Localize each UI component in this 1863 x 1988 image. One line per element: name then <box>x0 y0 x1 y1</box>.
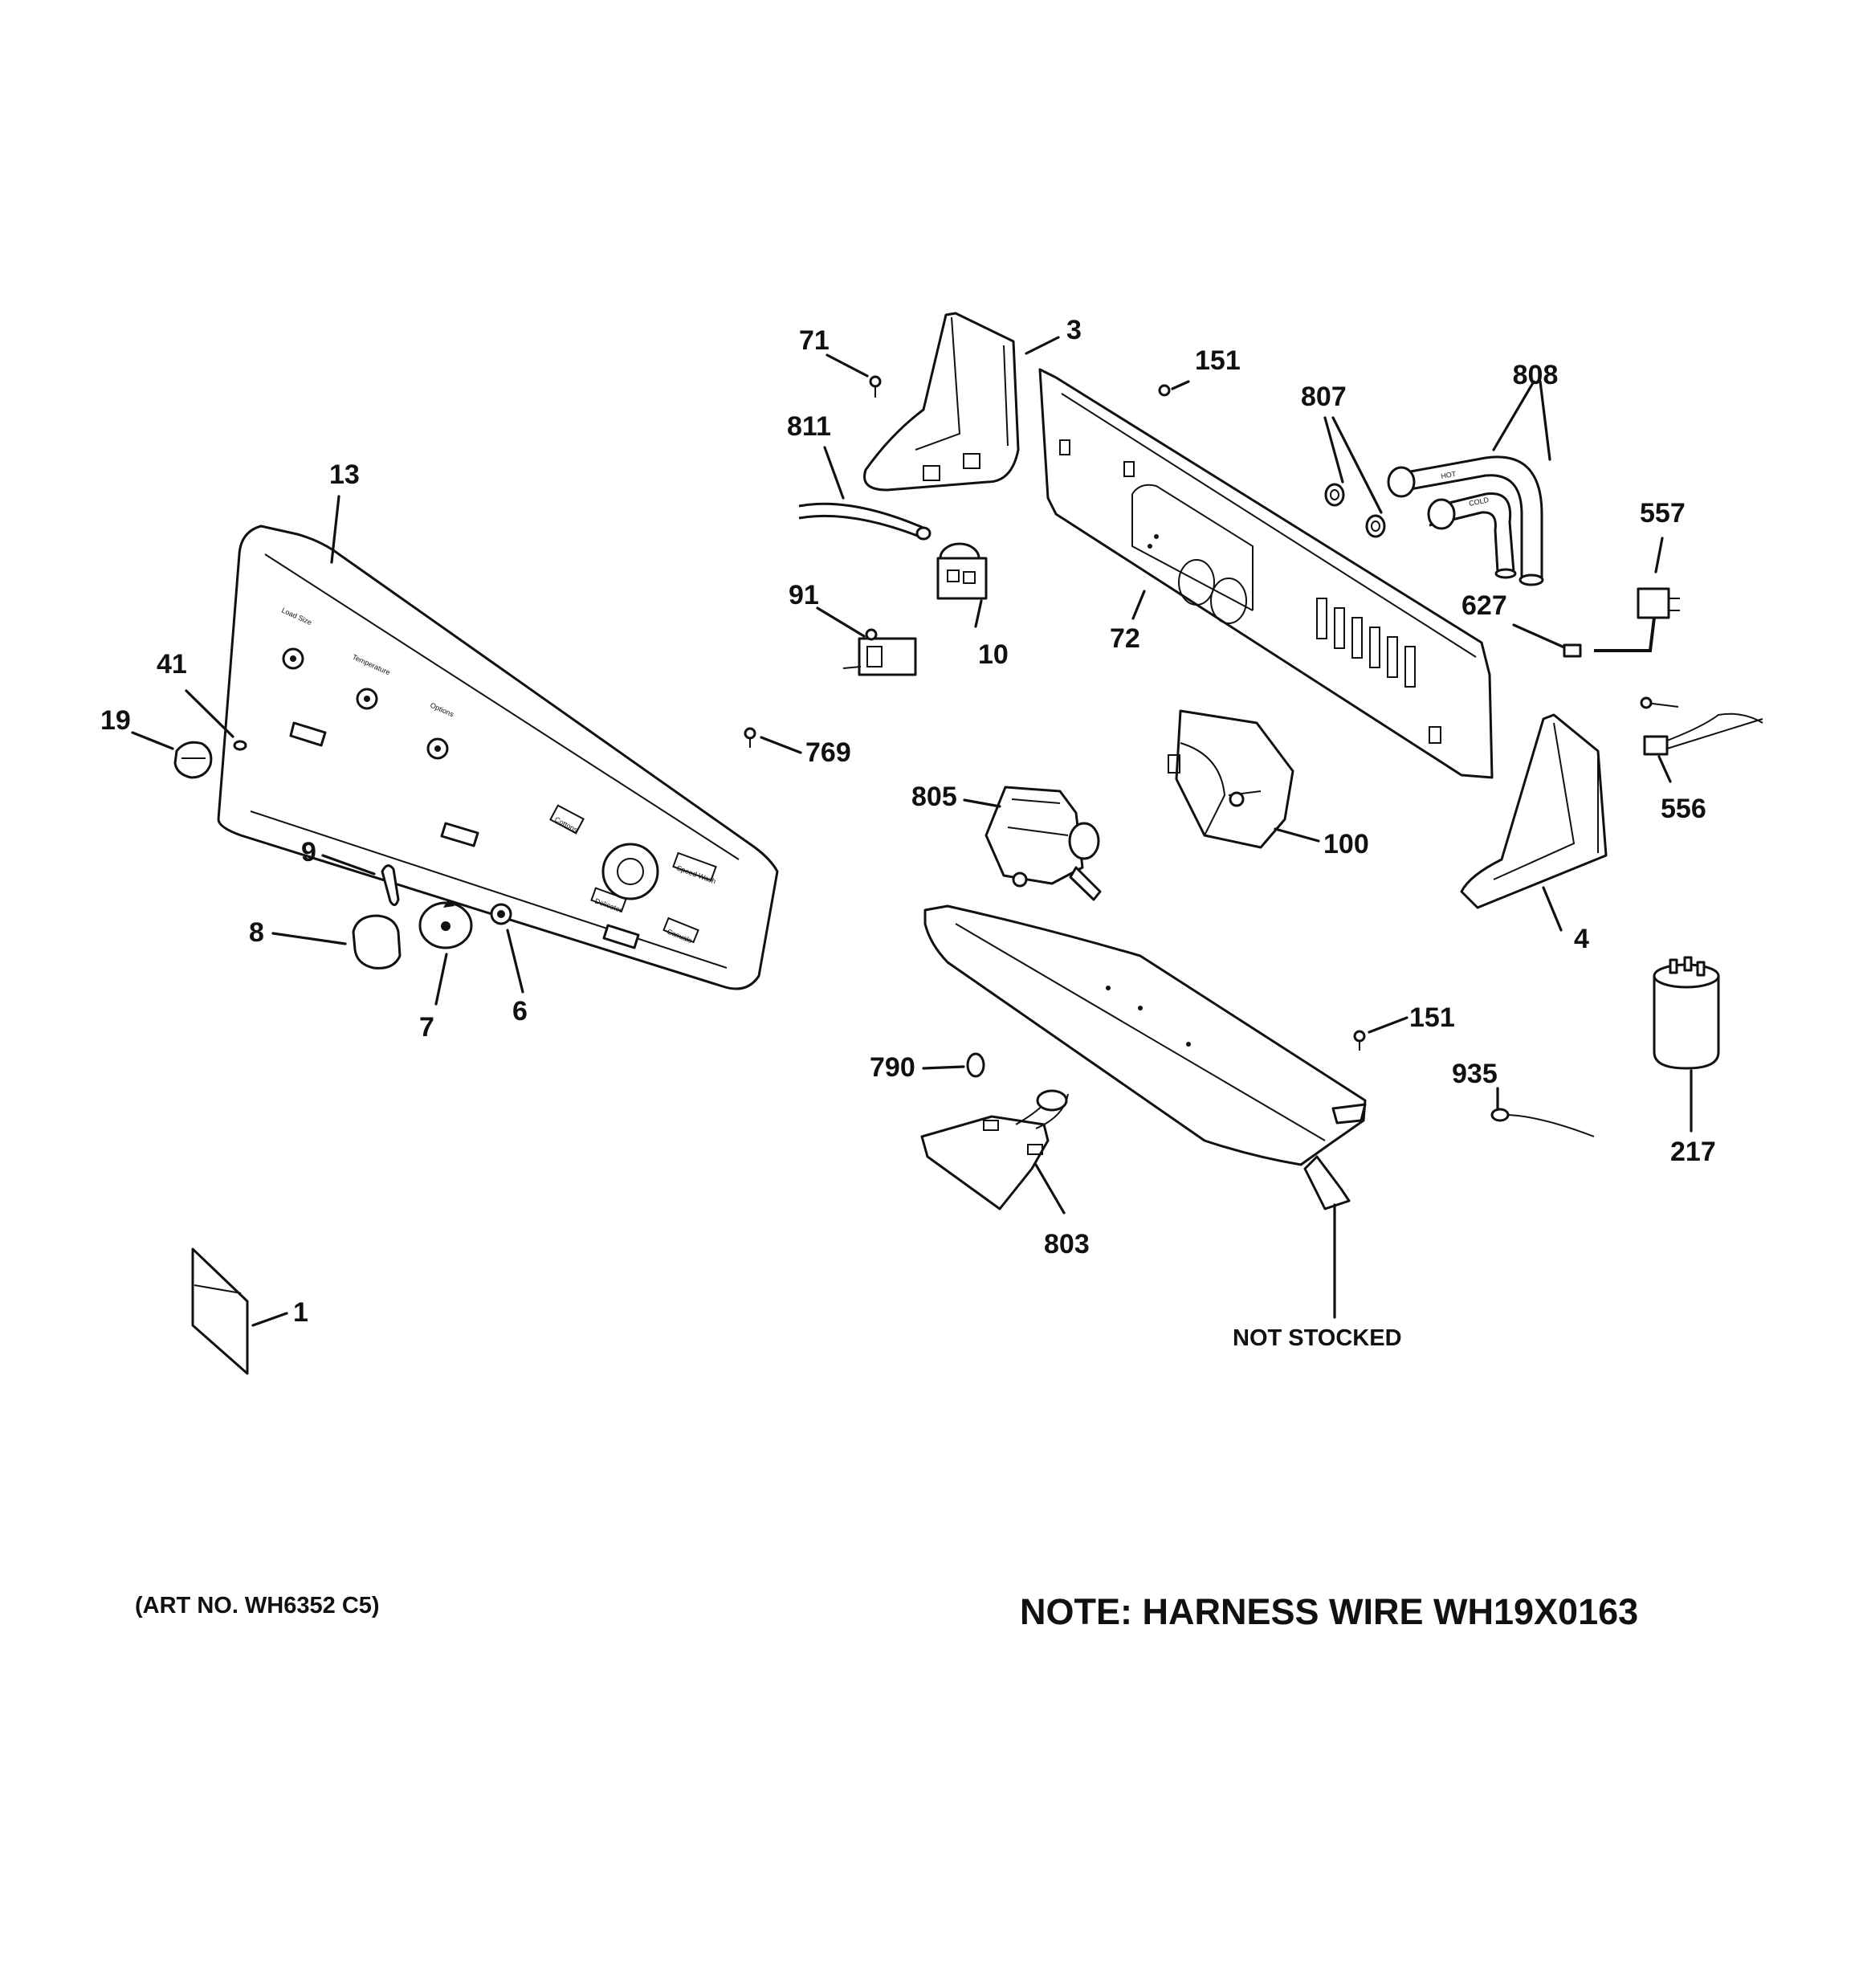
callout-556: 556 <box>1661 794 1706 824</box>
callout-41: 41 <box>157 649 187 680</box>
harness-556 <box>1640 696 1763 756</box>
water-valve-805 <box>984 786 1102 901</box>
rear-bracket <box>923 904 1367 1210</box>
connector-627 <box>1563 643 1582 658</box>
screw-151-top <box>1158 384 1171 397</box>
pressure-switch-10 <box>936 542 988 600</box>
callout-805: 805 <box>911 782 957 812</box>
callout-790: 790 <box>870 1052 915 1083</box>
callout-7: 7 <box>419 1012 434 1043</box>
hose-803 <box>920 1089 1069 1210</box>
callout-71: 71 <box>799 325 830 356</box>
screw-769 <box>744 727 756 748</box>
callout-13: 13 <box>329 459 360 490</box>
callout-151-lower: 151 <box>1409 1002 1455 1033</box>
callout-8: 8 <box>249 917 264 948</box>
callout-807: 807 <box>1301 382 1347 412</box>
callout-803: 803 <box>1044 1229 1090 1259</box>
leader-lines <box>131 336 1693 1327</box>
hose-811 <box>798 502 932 541</box>
fill-hoses-808: HOT COLD <box>1387 455 1544 586</box>
callout-151-top: 151 <box>1195 345 1241 376</box>
callout-808: 808 <box>1513 360 1559 390</box>
callout-19: 19 <box>100 705 131 736</box>
callout-6: 6 <box>512 996 528 1027</box>
screw-71 <box>869 375 882 398</box>
callout-935: 935 <box>1452 1059 1498 1089</box>
switch-91 <box>842 628 917 676</box>
capacitor-217 <box>1653 956 1720 1070</box>
callout-9: 9 <box>301 837 316 867</box>
end-cap-left <box>863 312 1020 492</box>
callout-627: 627 <box>1461 590 1507 621</box>
literature-bag <box>191 1247 249 1375</box>
callout-4: 4 <box>1574 924 1589 954</box>
not-stocked-label: NOT STOCKED <box>1233 1325 1402 1351</box>
callout-72: 72 <box>1110 623 1140 654</box>
spring-clip-9 <box>381 864 400 906</box>
washer-807 <box>1324 483 1386 538</box>
timer-knob-8-7-6 <box>352 900 512 970</box>
end-cap-right <box>1460 713 1608 909</box>
callout-100: 100 <box>1323 829 1369 859</box>
callout-769: 769 <box>805 737 851 768</box>
callout-3: 3 <box>1066 315 1082 345</box>
screw-151-lower <box>1353 1030 1366 1051</box>
callout-1: 1 <box>293 1297 308 1328</box>
hose-hot-text: HOT <box>1441 470 1457 480</box>
callout-217: 217 <box>1670 1137 1716 1167</box>
harness-note: NOTE: HARNESS WIRE WH19X0163 <box>1020 1591 1638 1632</box>
callout-557: 557 <box>1640 498 1686 529</box>
art-number: (ART NO. WH6352 C5) <box>135 1593 380 1619</box>
callout-10: 10 <box>978 639 1009 670</box>
control-panel: Load Size Temperature Options Cottons Sp… <box>217 525 779 990</box>
knob-41-19 <box>173 740 247 779</box>
callout-labels: 71 3 151 807 808 811 13 557 627 91 10 72… <box>100 315 1716 1328</box>
wire-935 <box>1490 1108 1595 1137</box>
timer-100 <box>1168 709 1294 849</box>
backsplash-72 <box>1038 368 1494 779</box>
clamp-790 <box>966 1052 985 1078</box>
callout-91: 91 <box>789 580 819 610</box>
callout-811: 811 <box>787 411 831 442</box>
power-cord-557 <box>1594 587 1680 652</box>
